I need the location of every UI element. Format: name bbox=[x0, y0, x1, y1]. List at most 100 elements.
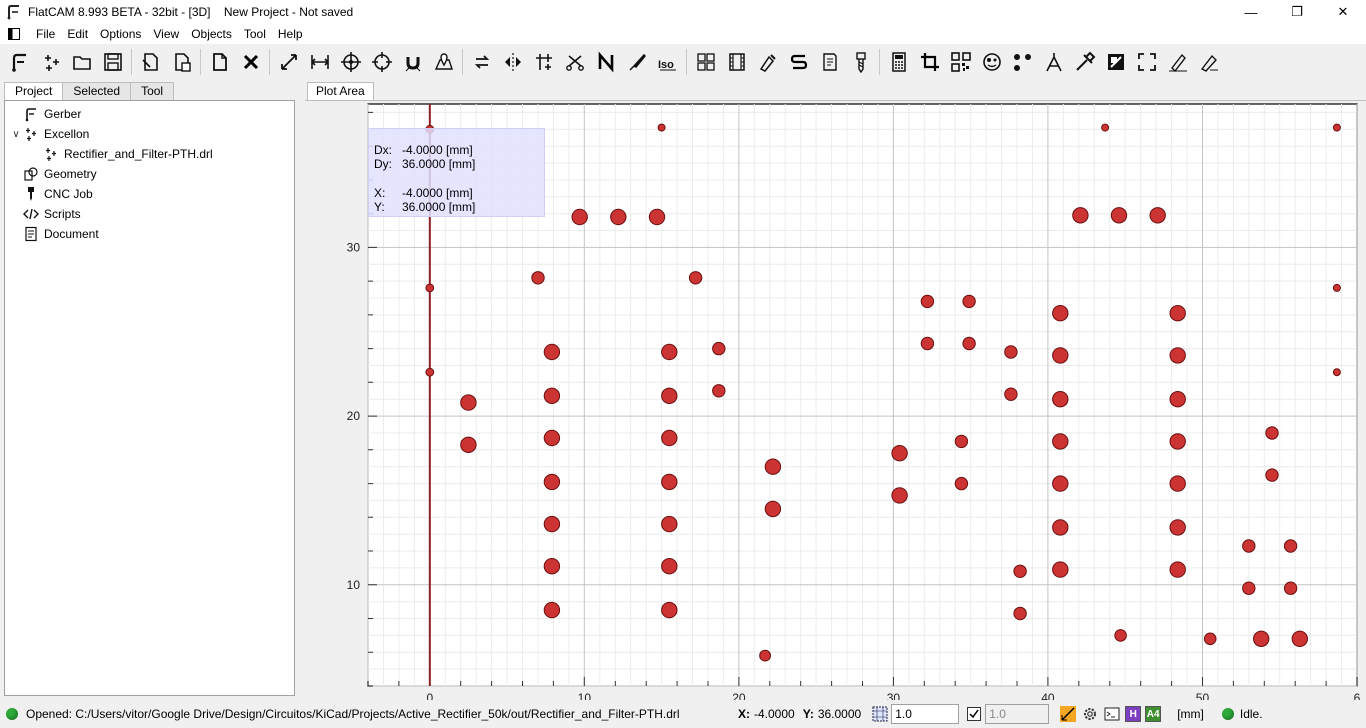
tree-item-document[interactable]: Document bbox=[9, 224, 99, 244]
tab-tool[interactable]: Tool bbox=[130, 82, 175, 100]
tree-item-gerber[interactable]: Gerber bbox=[9, 104, 81, 124]
etch-compensation-button[interactable] bbox=[1195, 48, 1223, 76]
status-x-label: X: bbox=[738, 707, 750, 721]
maximize-button[interactable]: ❐ bbox=[1291, 4, 1303, 19]
grid-snap-icon[interactable] bbox=[871, 705, 889, 723]
minimize-button[interactable]: — bbox=[1244, 4, 1258, 20]
crop-button[interactable] bbox=[916, 48, 944, 76]
drill-hole bbox=[1242, 581, 1256, 595]
status-y-value: 36.0000 bbox=[817, 707, 862, 721]
drill-hole bbox=[1114, 629, 1127, 642]
save-project-as-button[interactable] bbox=[168, 48, 196, 76]
new-project-button[interactable] bbox=[137, 48, 165, 76]
hud-toggle-badge[interactable]: H bbox=[1125, 706, 1142, 722]
paint-button[interactable] bbox=[623, 48, 651, 76]
menu-options[interactable]: Options bbox=[100, 27, 142, 41]
units-label[interactable]: [mm] bbox=[1177, 707, 1204, 721]
extract-button[interactable] bbox=[1133, 48, 1161, 76]
menu-help[interactable]: Help bbox=[277, 27, 303, 41]
iso-button[interactable]: Iso bbox=[654, 48, 682, 76]
drill-hole bbox=[531, 271, 545, 285]
rules-button[interactable] bbox=[816, 48, 844, 76]
distance-button[interactable] bbox=[306, 48, 334, 76]
markers-button[interactable] bbox=[1164, 48, 1192, 76]
drill-hole bbox=[1332, 368, 1341, 377]
menu-bar: File Edit Options View Objects Tool Help bbox=[0, 24, 1366, 44]
ncc-button[interactable] bbox=[592, 48, 620, 76]
grid-link-checkbox-icon[interactable] bbox=[965, 705, 983, 723]
new-document-button[interactable] bbox=[206, 48, 234, 76]
axis-toggle-icon[interactable] bbox=[1059, 705, 1077, 723]
notebook-tabs: Project Selected Tool bbox=[4, 82, 175, 101]
fiducials-button[interactable] bbox=[1009, 48, 1037, 76]
grid-y-input[interactable]: 1.0 bbox=[985, 704, 1050, 724]
new-document-icon bbox=[212, 53, 227, 71]
punch-button[interactable] bbox=[1071, 48, 1099, 76]
delete-icon bbox=[243, 54, 258, 70]
drill-file-icon bbox=[43, 146, 59, 162]
mirror-button[interactable] bbox=[499, 48, 527, 76]
calibrate-button[interactable] bbox=[1040, 48, 1068, 76]
menu-view[interactable]: View bbox=[153, 27, 180, 41]
status-x-value: -4.0000 bbox=[754, 707, 795, 721]
solder-paste-button[interactable] bbox=[754, 48, 782, 76]
drill-hole bbox=[1052, 433, 1069, 450]
menu-tool[interactable]: Tool bbox=[243, 27, 266, 41]
menu-edit[interactable]: Edit bbox=[67, 27, 89, 41]
tree-item-scripts[interactable]: Scripts bbox=[9, 204, 81, 224]
tab-project[interactable]: Project bbox=[4, 82, 64, 101]
drill-hole bbox=[1052, 561, 1069, 578]
drill-hole bbox=[1265, 468, 1279, 482]
replot-button[interactable] bbox=[468, 48, 496, 76]
tree-item-rectifier-and-filter-pth-drl[interactable]: Rectifier_and_Filter-PTH.drl bbox=[29, 144, 213, 164]
drill-hole bbox=[1332, 123, 1341, 132]
title-bar: FlatCAM 8.993 BETA - 32bit - [3D] New Pr… bbox=[0, 0, 1366, 24]
locate-button[interactable] bbox=[430, 48, 458, 76]
sub-button[interactable] bbox=[785, 48, 813, 76]
new-gerber-button[interactable] bbox=[6, 48, 34, 76]
new-gerber-icon bbox=[11, 53, 26, 72]
open-folder-button[interactable] bbox=[68, 48, 96, 76]
preferences-gear-icon[interactable] bbox=[1081, 705, 1099, 723]
tree-item-geometry[interactable]: Geometry bbox=[9, 164, 97, 184]
close-window-button[interactable]: ✕ bbox=[1337, 4, 1349, 19]
panel-toggle-icon[interactable] bbox=[6, 26, 22, 42]
drill-hole bbox=[1203, 632, 1217, 646]
magnet-button[interactable] bbox=[399, 48, 427, 76]
tree-item-cnc-job[interactable]: CNC Job bbox=[9, 184, 93, 204]
panelize-button[interactable] bbox=[692, 48, 720, 76]
film-button[interactable] bbox=[723, 48, 751, 76]
save-button[interactable] bbox=[99, 48, 127, 76]
tab-plot-area[interactable]: Plot Area bbox=[307, 82, 374, 101]
set-origin-button[interactable] bbox=[337, 48, 365, 76]
align-button[interactable] bbox=[530, 48, 558, 76]
activity-state: Idle. bbox=[1239, 707, 1263, 721]
drill-hole bbox=[1052, 519, 1069, 536]
new-project-icon bbox=[141, 53, 158, 71]
invert-button[interactable] bbox=[1102, 48, 1130, 76]
menu-objects[interactable]: Objects bbox=[191, 27, 232, 41]
menu-file[interactable]: File bbox=[36, 27, 56, 41]
calculator-button[interactable] bbox=[885, 48, 913, 76]
coordinates-overlay: Dx:-4.0000 [mm] Dy:36.0000 [mm] X:-4.000… bbox=[368, 128, 545, 217]
drill-hole bbox=[1004, 387, 1018, 401]
dx-label: Dx: bbox=[374, 143, 392, 157]
tab-selected[interactable]: Selected bbox=[62, 82, 132, 100]
drill-hole bbox=[891, 487, 908, 504]
jump-to-button[interactable] bbox=[368, 48, 396, 76]
delete-button[interactable] bbox=[237, 48, 265, 76]
tree-expand-arrow-icon[interactable]: ∨ bbox=[12, 128, 20, 140]
cut-button[interactable] bbox=[561, 48, 589, 76]
grid-x-input[interactable]: 1.0 bbox=[891, 704, 960, 724]
new-excellon-button[interactable] bbox=[37, 48, 65, 76]
qrcode-button[interactable] bbox=[947, 48, 975, 76]
drill-bit-button[interactable] bbox=[847, 48, 875, 76]
workspace-a4-badge[interactable]: A4 bbox=[1145, 706, 1162, 722]
tree-item-excellon[interactable]: ∨Excellon bbox=[9, 124, 89, 144]
shell-icon[interactable] bbox=[1103, 705, 1121, 723]
window-title: FlatCAM 8.993 BETA - 32bit - [3D] New Pr… bbox=[28, 5, 354, 19]
copper-thief-button[interactable] bbox=[978, 48, 1006, 76]
zoom-fit-button[interactable] bbox=[275, 48, 303, 76]
